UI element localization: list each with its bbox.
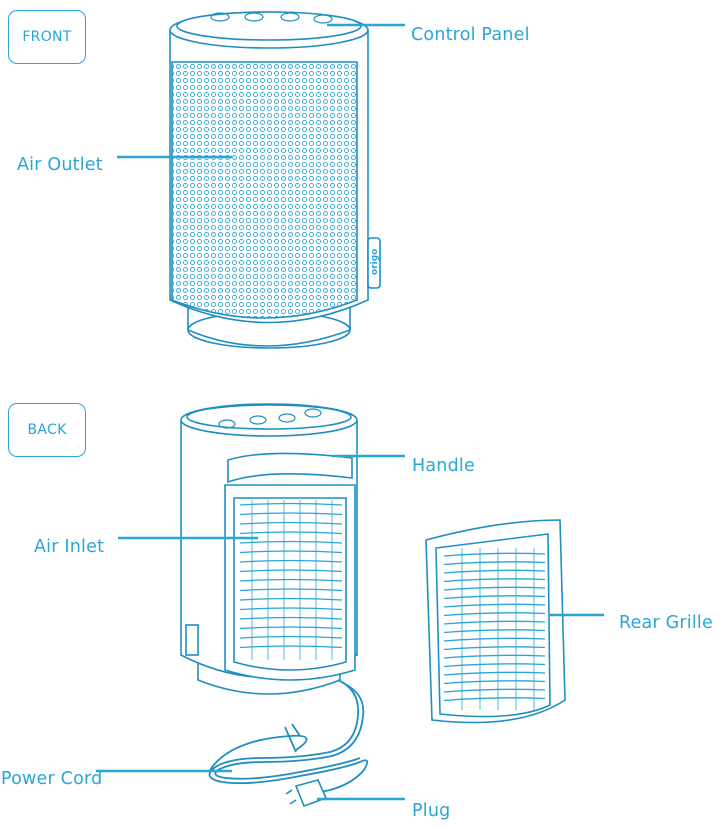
brand-tab xyxy=(367,237,381,289)
side-switch xyxy=(185,624,199,656)
handle-recess xyxy=(227,452,353,484)
front-view-tag: FRONT xyxy=(8,10,86,64)
front-control-buttons xyxy=(210,12,333,24)
rear-grille-slats xyxy=(443,548,546,710)
back-control-buttons xyxy=(218,408,322,429)
plug-label: Plug xyxy=(412,801,451,821)
air-outlet-label: Air Outlet xyxy=(17,155,103,175)
control-panel-label: Control Panel xyxy=(411,25,530,45)
rear-grille-label: Rear Grille xyxy=(619,613,713,633)
power-cord xyxy=(208,679,369,797)
air-outlet-mesh xyxy=(171,61,358,319)
back-heater-unit xyxy=(180,403,358,695)
front-leader-lines xyxy=(117,23,405,159)
power-cord-label: Power Cord xyxy=(1,769,103,789)
handle-label: Handle xyxy=(412,456,475,476)
back-control-top xyxy=(186,404,352,430)
back-leader-lines xyxy=(96,454,405,801)
air-inlet-label: Air Inlet xyxy=(34,537,105,557)
air-inlet-slats xyxy=(239,500,343,660)
plug-body xyxy=(285,779,328,808)
back-view-tag: BACK xyxy=(8,403,86,457)
front-heater-unit xyxy=(169,11,381,349)
brand-logo: origo xyxy=(370,249,380,275)
